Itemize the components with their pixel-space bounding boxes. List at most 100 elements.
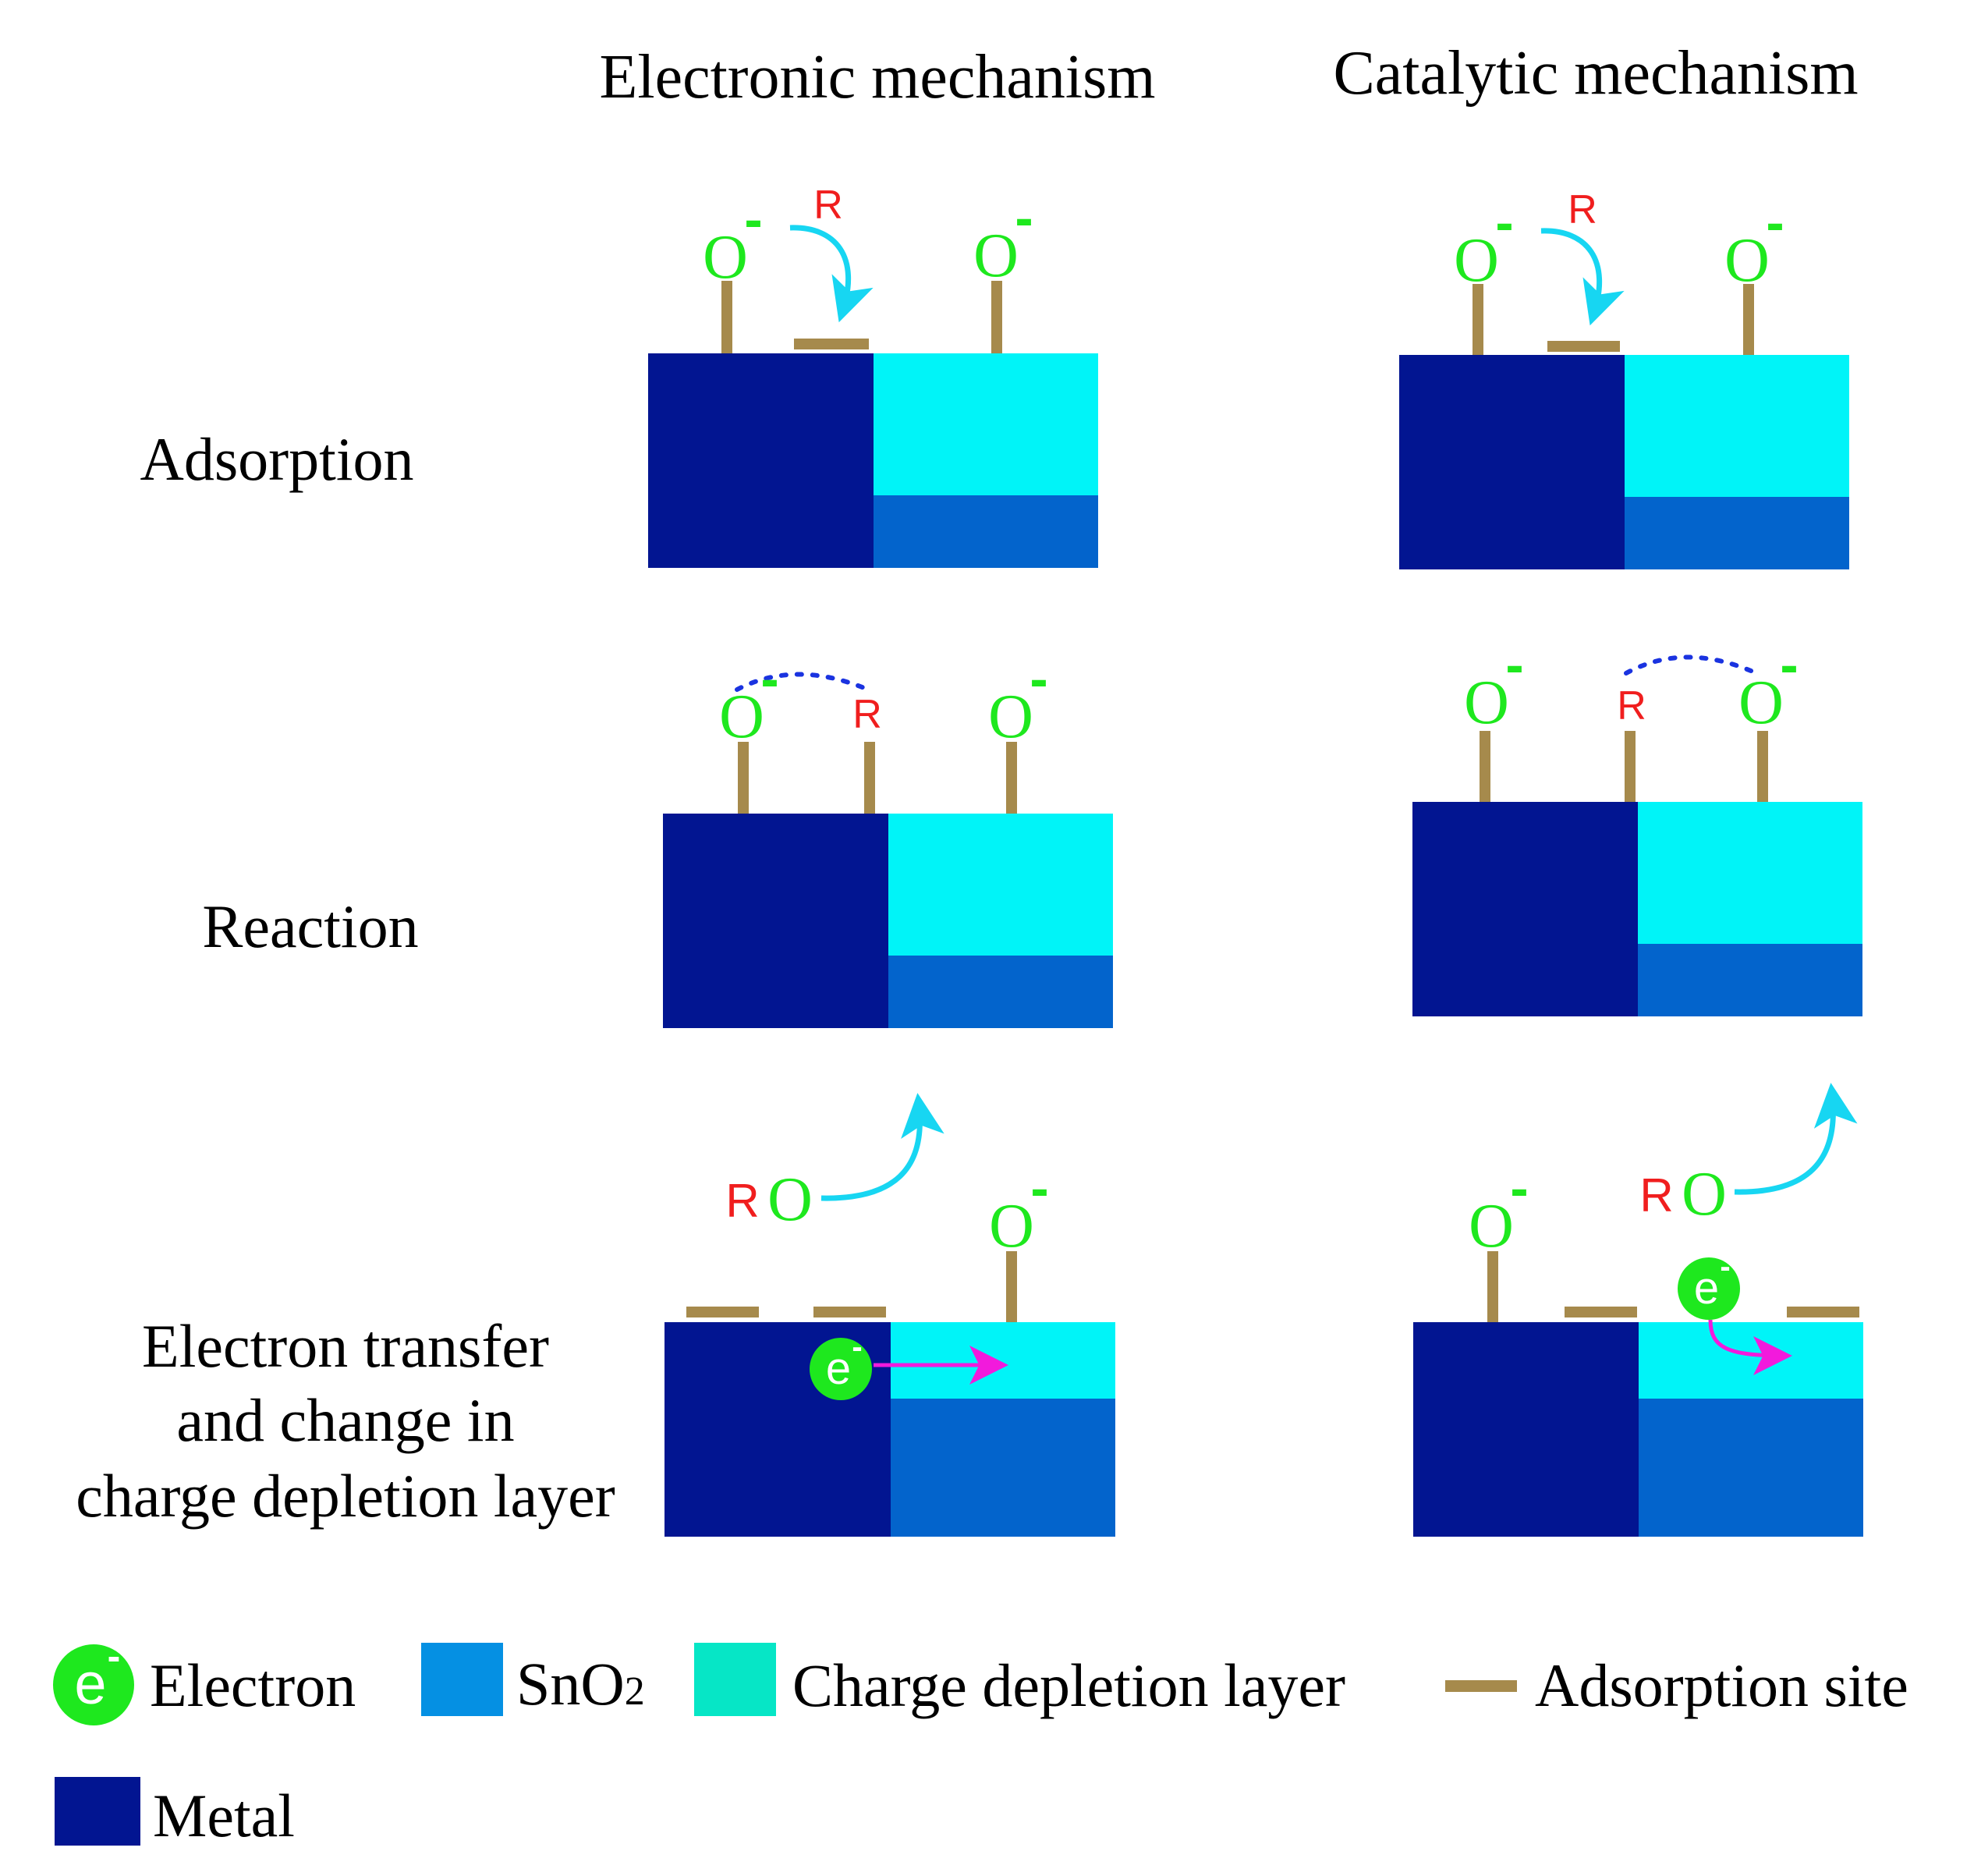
adsorption-site-empty: [1565, 1307, 1637, 1317]
charge-sign: -: [1030, 648, 1047, 709]
interaction-dotted-arc: [1624, 654, 1759, 676]
depletion-layer: [1625, 355, 1849, 497]
electron-symbol: e: [74, 1651, 106, 1716]
adsorption-site-stick: [1473, 284, 1483, 355]
charge-sign: -: [1766, 192, 1784, 253]
depletion-layer: [874, 353, 1098, 495]
electron-icon: [1678, 1257, 1740, 1320]
electron-transfer-arrow: [1708, 1319, 1792, 1375]
charge-sign: -: [1510, 1158, 1528, 1218]
sno2-block: [1638, 944, 1862, 1016]
electron-charge-sign: -: [108, 1634, 121, 1678]
column-title-electronic: Electronic mechanism: [599, 43, 1155, 112]
metal-block: [663, 814, 888, 1028]
oxygen-ion-label: O: [719, 683, 764, 751]
charge-sign: -: [760, 648, 778, 709]
panel-electronic-reaction: O - R O -: [663, 648, 1113, 1028]
desorption-arrow: [1734, 1083, 1858, 1195]
electron-symbol: e: [826, 1343, 851, 1394]
product-r-label: R: [725, 1175, 759, 1227]
legend-label-electron: Electron: [150, 1651, 356, 1719]
oxygen-ion-label: O: [1724, 226, 1770, 295]
legend-item-sno2: SnO2: [421, 1643, 645, 1718]
product-o-label: O: [767, 1165, 813, 1234]
legend-swatch-site: [1445, 1680, 1517, 1692]
oxygen-ion-label: O: [988, 683, 1033, 751]
charge-sign: -: [1780, 634, 1798, 695]
oxygen-ion-label: O: [973, 222, 1019, 290]
adsorption-site-empty: [813, 1307, 886, 1317]
reducing-gas-label: R: [1568, 187, 1597, 232]
panel-catalytic-adsorption: O - O - R: [1399, 187, 1849, 569]
oxygen-ion-label: O: [703, 223, 748, 292]
oxygen-ion-label: O: [989, 1192, 1034, 1261]
electron-icon: [810, 1338, 872, 1400]
adsorption-site-stick: [1743, 284, 1754, 355]
row-label-adsorption: Adsorption: [140, 425, 414, 493]
depletion-layer: [891, 1322, 1115, 1399]
row-label-transfer-line1: Electron transfer: [142, 1312, 549, 1380]
product-r-label: R: [1639, 1169, 1673, 1222]
sno2-block: [874, 495, 1098, 568]
column-title-catalytic: Catalytic mechanism: [1333, 39, 1858, 108]
depletion-layer: [888, 814, 1113, 956]
adsorption-site-empty: [1787, 1307, 1859, 1317]
oxygen-ion-label: O: [1464, 668, 1509, 737]
charge-sign: -: [744, 189, 762, 250]
charge-sign: -: [1505, 634, 1523, 695]
legend-swatch-metal: [55, 1777, 140, 1846]
sno2-block: [888, 956, 1113, 1028]
panel-electronic-transfer: O - R O e -: [664, 1093, 1115, 1537]
metal-block: [1413, 1322, 1639, 1537]
legend-label-depletion: Charge depletion layer: [792, 1651, 1345, 1719]
metal-block: [1399, 355, 1625, 569]
charge-sign: -: [1495, 192, 1513, 253]
reducing-gas-label: R: [813, 183, 843, 228]
oxygen-ion-label: O: [1469, 1192, 1514, 1261]
electron-symbol: e: [1694, 1263, 1719, 1314]
metal-block: [1412, 802, 1638, 1016]
panel-electronic-adsorption: O - O - R: [648, 183, 1098, 568]
adsorption-site-stick: [1006, 1251, 1017, 1322]
legend-swatch-depletion: [694, 1643, 776, 1716]
legend-item-metal: Metal: [55, 1777, 295, 1849]
adsorption-site-stick: [1625, 731, 1636, 802]
legend-item-depletion: Charge depletion layer: [694, 1643, 1345, 1719]
panel-catalytic-transfer: O - R O e -: [1413, 1083, 1863, 1537]
legend-label-site: Adsorption site: [1535, 1651, 1908, 1719]
electron-charge-sign: -: [852, 1330, 862, 1364]
legend-item-electron: e - Electron: [53, 1634, 356, 1725]
adsorption-site-empty: [1547, 341, 1620, 352]
adsorption-site-empty: [794, 339, 869, 349]
adsorption-arrow: [1540, 228, 1625, 326]
electron-charge-sign: -: [1720, 1250, 1730, 1284]
adsorption-site-empty: [686, 1307, 759, 1317]
product-o-label: O: [1682, 1160, 1727, 1229]
adsorption-site-stick: [864, 742, 875, 814]
adsorption-site-stick: [1480, 731, 1490, 802]
desorption-arrow: [820, 1093, 944, 1201]
legend: e - Electron SnO2 Charge depletion layer…: [53, 1634, 1908, 1849]
legend-item-site: Adsorption site: [1445, 1651, 1908, 1719]
sno2-subscript: 2: [625, 1669, 645, 1714]
reducing-gas-label: R: [852, 692, 882, 737]
sno2-block: [891, 1399, 1115, 1537]
adsorption-site-stick: [991, 281, 1002, 353]
charge-sign: -: [1015, 187, 1033, 248]
adsorption-site-stick: [1757, 731, 1768, 802]
legend-swatch-sno2: [421, 1643, 503, 1716]
reducing-gas-label: R: [1617, 683, 1646, 729]
oxygen-ion-label: O: [1454, 226, 1499, 295]
row-label-transfer-line3: charge depletion layer: [76, 1462, 615, 1530]
metal-block: [648, 353, 874, 568]
adsorption-site-stick: [738, 742, 749, 814]
panel-catalytic-reaction: O - R O -: [1412, 634, 1862, 1016]
legend-label-sno2: SnO2: [516, 1650, 645, 1718]
adsorption-arrow: [789, 225, 874, 323]
adsorption-site-stick: [1487, 1251, 1498, 1322]
sno2-main: SnO: [516, 1650, 625, 1718]
adsorption-site-stick: [1006, 742, 1017, 814]
row-label-reaction: Reaction: [202, 892, 418, 960]
legend-label-metal: Metal: [153, 1782, 295, 1849]
